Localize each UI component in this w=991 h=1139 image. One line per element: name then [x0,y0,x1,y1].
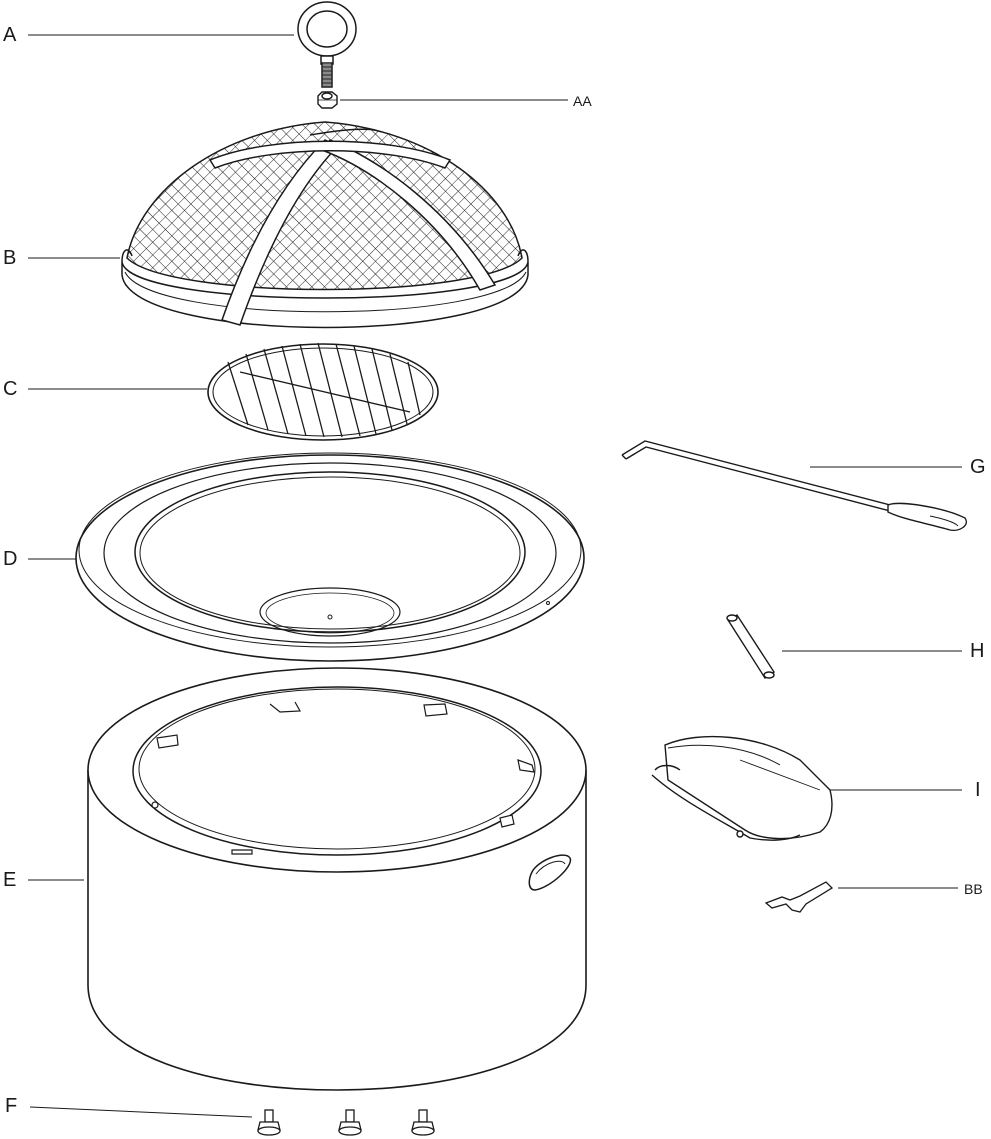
part-i-cover [651,735,833,841]
label-f: F [5,1095,18,1117]
label-d: D [3,548,18,570]
part-aa-nut [317,91,338,109]
label-aa: AA [573,93,592,109]
part-c-grate [207,342,439,441]
part-bb-wrench [764,881,834,913]
part-d-fire-bowl [75,452,585,662]
label-a: A [3,24,17,46]
leader-lines [28,34,962,1118]
part-h-pin [726,614,775,679]
part-a-eye-bolt [297,1,357,88]
label-h: H [970,640,985,662]
label-bb: BB [964,881,983,897]
foot-3 [411,1109,435,1136]
part-f-feet [257,1109,435,1136]
label-e: E [3,869,17,891]
part-b-spark-screen [121,121,529,329]
part-e-base [87,667,587,1091]
label-b: B [3,247,17,269]
foot-2 [338,1109,362,1136]
label-i: I [975,779,981,801]
label-c: C [3,378,18,400]
label-g: G [970,456,986,478]
foot-1 [257,1109,281,1136]
leader-f [29,1106,253,1118]
part-g-poker [621,440,967,532]
